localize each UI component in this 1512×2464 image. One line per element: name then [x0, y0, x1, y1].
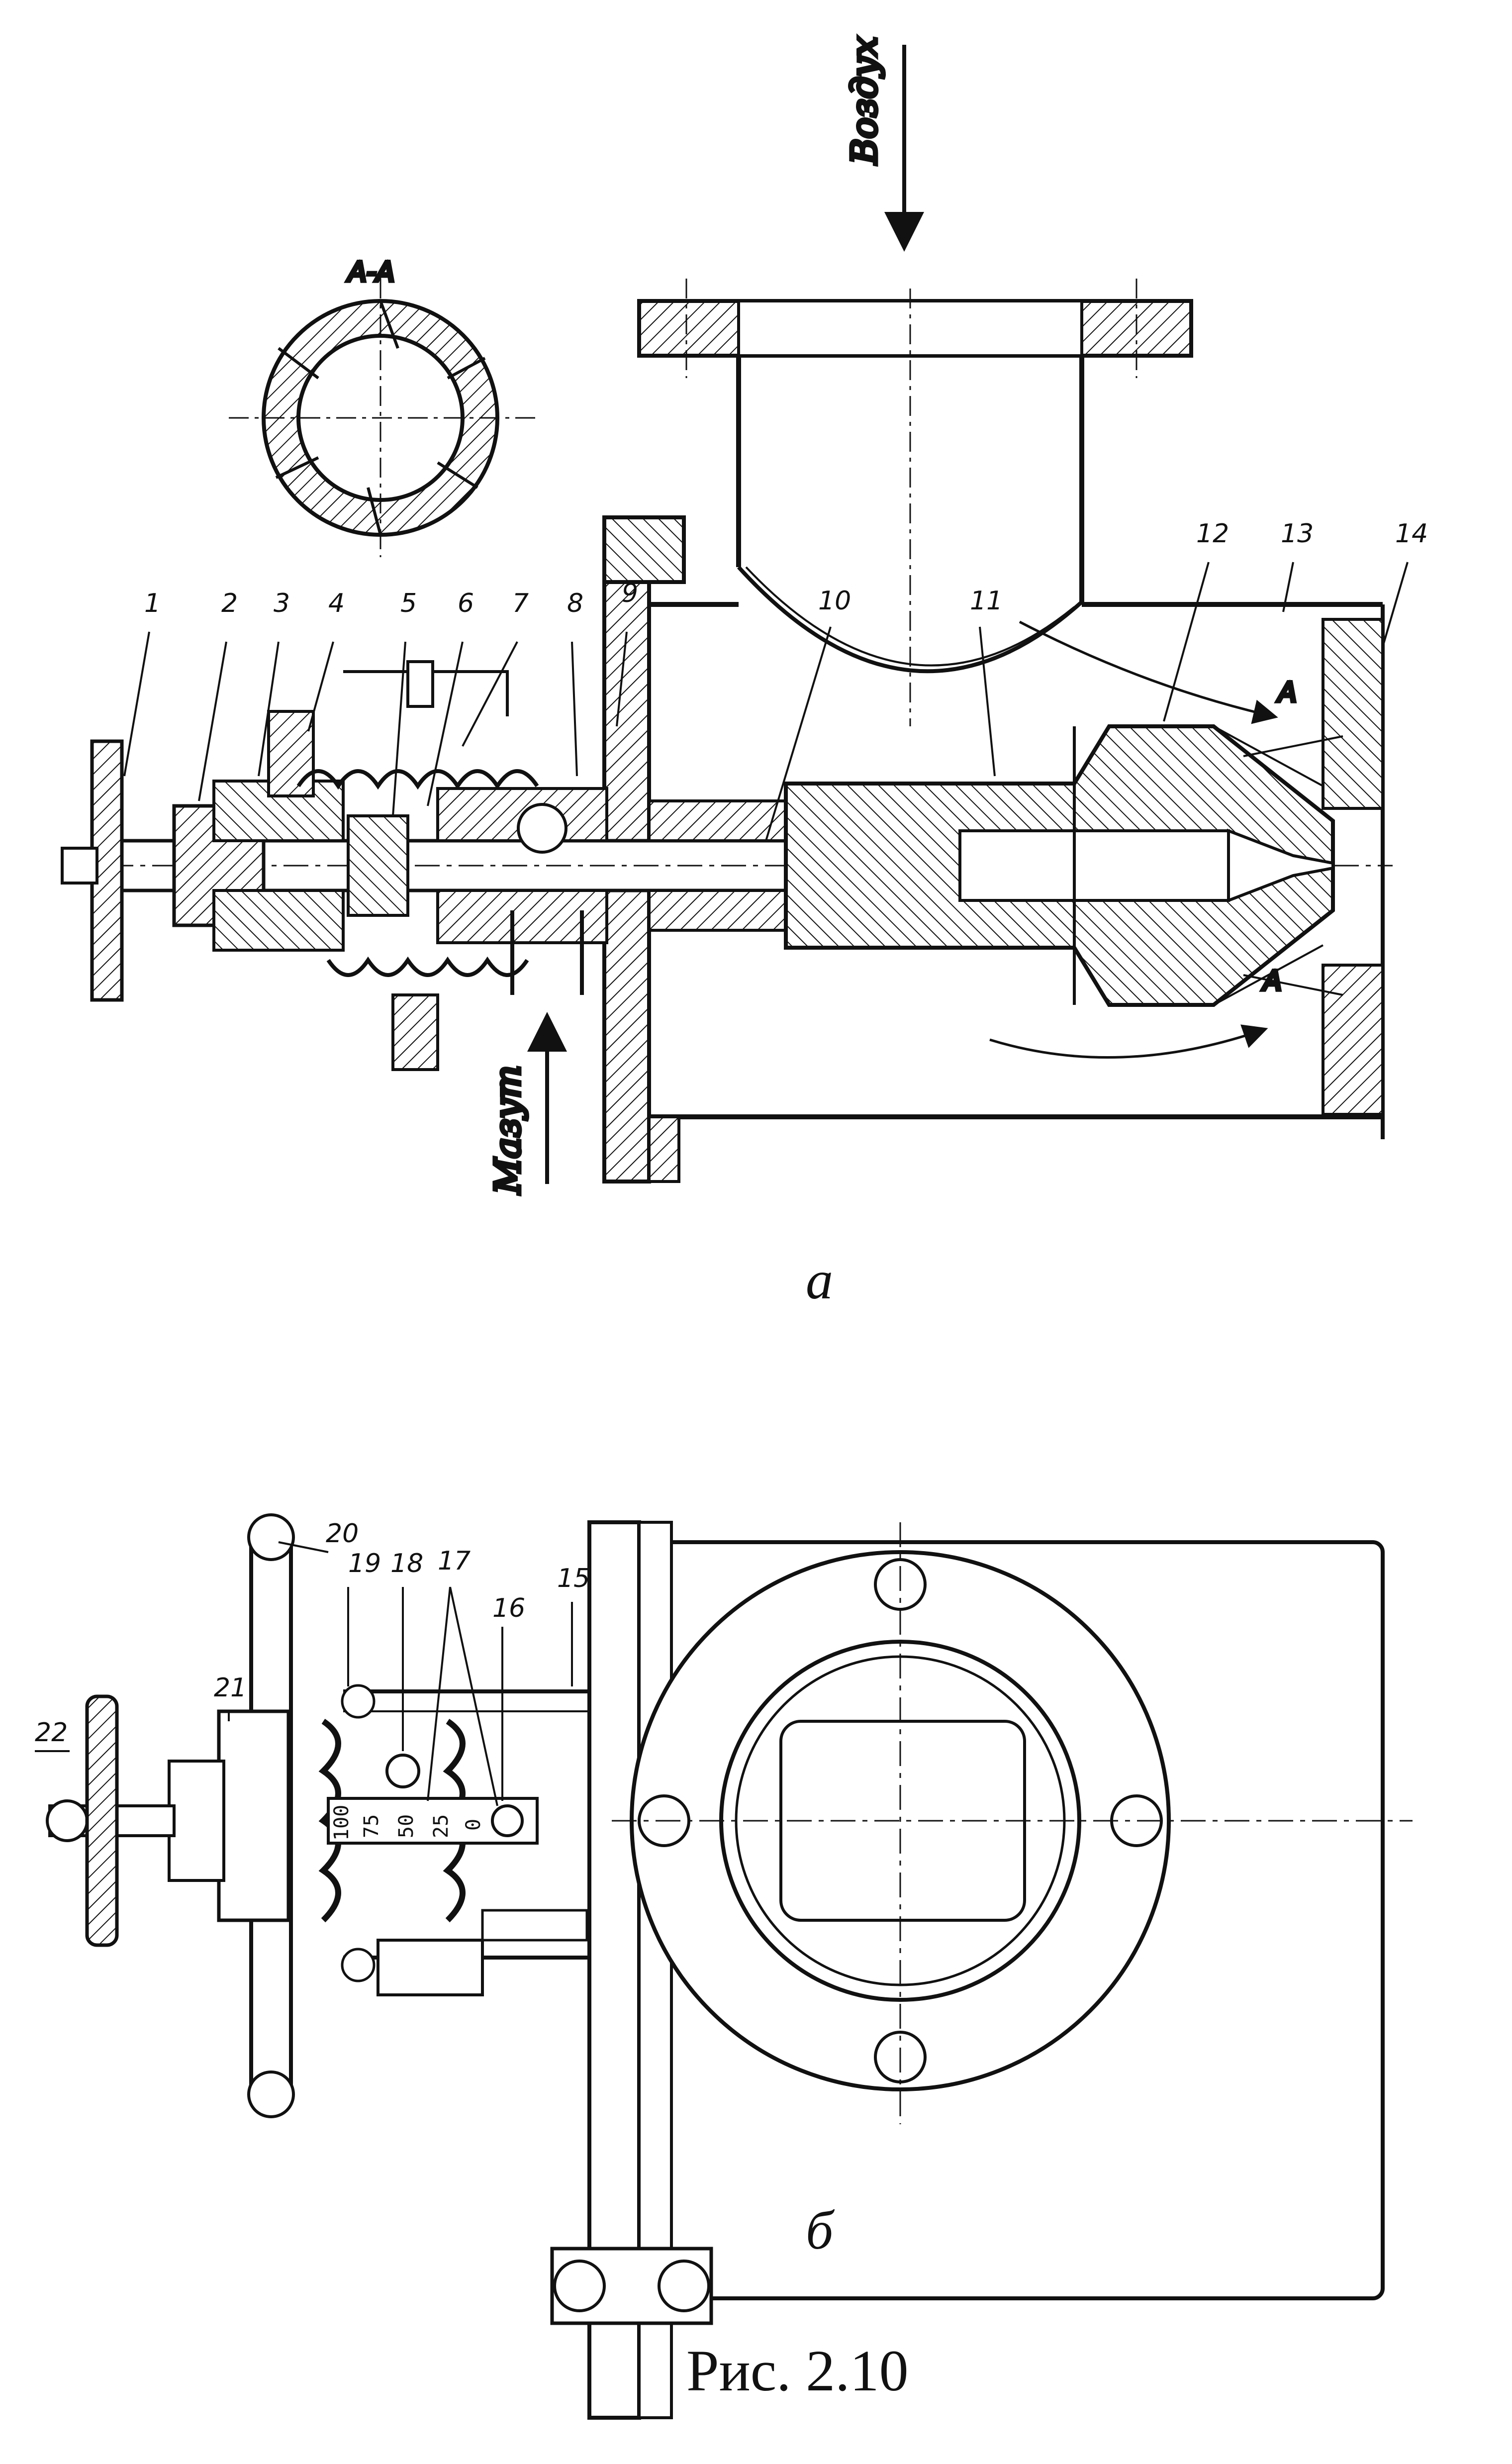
callout-7: 7 [512, 589, 529, 618]
callout-3: 3 [274, 589, 290, 618]
hub-21 [217, 1709, 290, 1922]
callout-17: 17 [438, 1546, 471, 1576]
callout-leaders-b [35, 1541, 573, 1806]
handwheel-1 [61, 739, 124, 1002]
callout-12: 12 [1196, 519, 1229, 549]
gland-assembly [172, 660, 608, 1071]
fuel-label: Мазут [487, 1065, 528, 1195]
scale-75: 75 [360, 1814, 383, 1838]
airflow-arrow-bottom [989, 1024, 1268, 1059]
callout-14: 14 [1395, 519, 1428, 549]
callout-leaders-a [123, 562, 1409, 841]
callout-13: 13 [1281, 519, 1314, 549]
scale-labels: 100 75 50 25 0 [330, 1805, 485, 1841]
callout-15: 15 [557, 1564, 590, 1593]
callouts-b: 15 16 17 18 19 20 21 22 [35, 1519, 590, 1748]
section-a-a-title: А-А [347, 256, 394, 288]
swirl-vanes [1213, 725, 1343, 1006]
view-a-caption: а [806, 1250, 833, 1310]
callout-6: 6 [458, 589, 474, 618]
callout-22: 22 [35, 1718, 68, 1748]
section-mark-bottom: А [1262, 965, 1282, 996]
air-inlet-pipe [637, 279, 1193, 726]
callout-19: 19 [348, 1549, 381, 1578]
view-a-section: Воздух А-А [61, 35, 1409, 1197]
air-label: Воздух [844, 37, 885, 165]
callout-4: 4 [328, 589, 345, 618]
view-b-caption: б [806, 2200, 835, 2261]
airflow-arrow-top [1019, 620, 1278, 724]
callout-16: 16 [492, 1593, 525, 1623]
callout-10: 10 [818, 586, 851, 616]
scale-0: 0 [462, 1819, 485, 1831]
callout-9: 9 [622, 579, 638, 608]
scale-100: 100 [330, 1805, 353, 1841]
callout-5: 5 [400, 589, 417, 618]
fuel-inlet: Мазут [486, 910, 584, 1197]
callouts-a: 1 2 3 4 5 6 7 8 9 10 11 12 13 14 [144, 519, 1428, 618]
spring [318, 1719, 341, 1923]
scale-25: 25 [430, 1814, 453, 1838]
callout-18: 18 [390, 1549, 423, 1578]
section-mark-top: А [1277, 677, 1297, 708]
view-b-exterior [35, 1513, 1413, 2420]
figure-caption: Рис. 2.10 [686, 2338, 909, 2403]
scale-50: 50 [395, 1814, 418, 1838]
callout-20: 20 [326, 1519, 359, 1549]
callout-2: 2 [221, 589, 238, 618]
callout-8: 8 [567, 589, 583, 618]
section-a-a: А-А [229, 255, 537, 557]
indicator-screw [385, 1754, 420, 1788]
handwheel-22 [85, 1694, 119, 1947]
nozzle-head [784, 724, 1335, 1007]
callout-21: 21 [214, 1673, 247, 1703]
callout-1: 1 [144, 589, 161, 618]
callout-11: 11 [970, 586, 1003, 616]
